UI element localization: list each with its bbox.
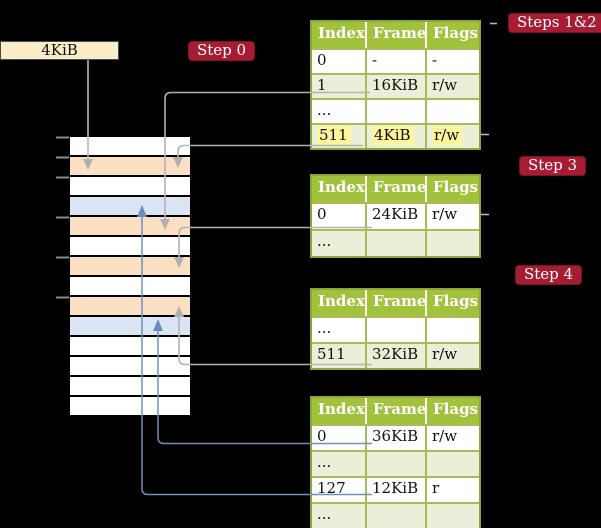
table-header-row: Index Frame Flags [312,176,479,202]
table-row: ... [312,316,479,342]
step3-label: Step 3 [519,156,587,176]
cell-flags: r [432,479,440,497]
highlighted-value: r/w [432,126,463,145]
col-header-index: Index [312,22,367,48]
cell-frame: 4KiB [367,125,427,148]
highlighted-value: 511 [317,126,351,145]
cell-index: ... [312,452,367,476]
cell-index: 511 [312,125,367,148]
page-table-steps12: Index Frame Flags 0 - - 1 16KiB r/w ... … [310,20,481,150]
highlighted-value: 4KiB [372,126,414,145]
cell-frame [367,452,427,476]
cell-flags: r/w [432,76,458,94]
cell-index: ... [312,231,367,256]
cell-index: ... [312,318,367,342]
cell-flags [427,318,479,342]
cell-index: ... [312,504,367,528]
cell-frame [367,504,427,528]
cell-index: 127 [312,478,367,502]
cell-frame: - [367,50,427,73]
page-table-last-level: Index Frame Flags 0 36KiB r/w ... 127 12… [310,396,481,528]
memory-frame-row-2-white [70,177,190,195]
cell-frame: 12KiB [367,478,427,502]
table-row: 0 - - [312,48,479,73]
col-header-index: Index [312,398,367,424]
col-header-flags: Flags [433,292,478,310]
table-row: ... [312,229,479,256]
memory-frame-row-12-white [70,377,190,395]
cell-index: 0 [312,50,367,73]
cell-flags: r/w [432,205,458,223]
memory-frame-row-3-blue [70,197,190,215]
table-row: 511 32KiB r/w [312,342,479,368]
table-row: ... [312,98,479,123]
cell-frame: 36KiB [367,426,427,450]
table-header-row: Index Frame Flags [312,22,479,48]
step4-label: Step 4 [515,265,583,285]
cell-index: 1 [312,75,367,98]
cell-frame: 24KiB [367,204,427,229]
cell-frame [367,100,427,123]
cell-flags [427,452,479,476]
cell-frame: 32KiB [367,344,427,368]
memory-frame-row-4-peach [70,217,190,235]
cell-frame: 16KiB [367,75,427,98]
frame-size-label: 4KiB [41,41,78,59]
memory-frame-row-6-peach [70,257,190,275]
cell-frame [367,318,427,342]
memory-frame-row-7-white [70,277,190,295]
col-header-index: Index [312,176,367,202]
table-row: ... [312,450,479,476]
table-row: ... [312,502,479,528]
cell-flags: r/w [432,427,458,445]
table-header-row: Index Frame Flags [312,290,479,316]
memory-frame-row-13-white [70,397,190,415]
cell-flags: r/w [432,345,458,363]
col-header-index: Index [312,290,367,316]
stack-tick-marks [56,136,69,299]
cell-flags [427,100,479,123]
cell-frame [367,231,427,256]
cell-index: 511 [312,344,367,368]
memory-frame-row-0-white [70,137,190,155]
col-header-frame: Frame [367,22,427,48]
cell-index: 0 [312,426,367,450]
col-header-flags: Flags [433,24,478,42]
cell-index: ... [312,100,367,123]
cell-flags [427,504,479,528]
cell-index: 0 [312,204,367,229]
col-header-frame: Frame [367,290,427,316]
col-header-flags: Flags [433,400,478,418]
table-row-highlighted: 511 4KiB r/w [312,123,479,148]
page-table-step3: Index Frame Flags 0 24KiB r/w ... [310,174,481,258]
table-row: 0 36KiB r/w [312,424,479,450]
col-header-frame: Frame [367,176,427,202]
page-table-step4: Index Frame Flags ... 511 32KiB r/w [310,288,481,370]
memory-frame-row-8-peach [70,297,190,315]
memory-frame-row-5-white [70,237,190,255]
cell-flags [427,231,479,256]
steps12-label: Steps 1&2 [508,13,601,33]
memory-frame-row-10-white [70,337,190,355]
cell-flags: r/w [427,125,479,148]
col-header-flags: Flags [433,178,478,196]
memory-frame-row-1-peach [70,157,190,175]
table-row: 0 24KiB r/w [312,202,479,229]
table-row: 1 16KiB r/w [312,73,479,98]
cell-flags: - [432,51,438,69]
memory-frame-row-11-white [70,357,190,375]
frame-size-box: 4KiB [0,41,119,60]
table-header-row: Index Frame Flags [312,398,479,424]
col-header-frame: Frame [367,398,427,424]
memory-frame-row-9-blue [70,317,190,335]
step0-label: Step 0 [188,41,256,61]
table-row: 127 12KiB r [312,476,479,502]
